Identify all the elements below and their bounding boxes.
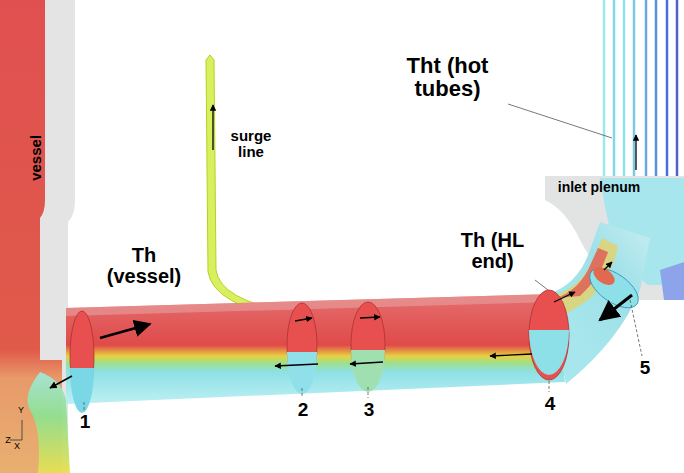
axis-label: X [12, 442, 22, 451]
part-label: inlet plenum [544, 180, 654, 195]
callout-number: 1 [76, 412, 94, 432]
callout-number: 2 [294, 400, 312, 420]
callout-number: 5 [636, 358, 654, 378]
callout-number: 4 [541, 394, 559, 414]
temperature-label: Th (vessel) [98, 245, 190, 287]
temperature-label: Tht (hot tubes) [380, 54, 515, 100]
part-label: vessel [28, 128, 44, 188]
axis-label: Y [14, 406, 28, 415]
axis-label: Z [3, 436, 13, 445]
part-label: surge line [226, 128, 276, 160]
temperature-label: Th (HL end) [440, 230, 545, 272]
callout-number: 3 [360, 400, 378, 420]
